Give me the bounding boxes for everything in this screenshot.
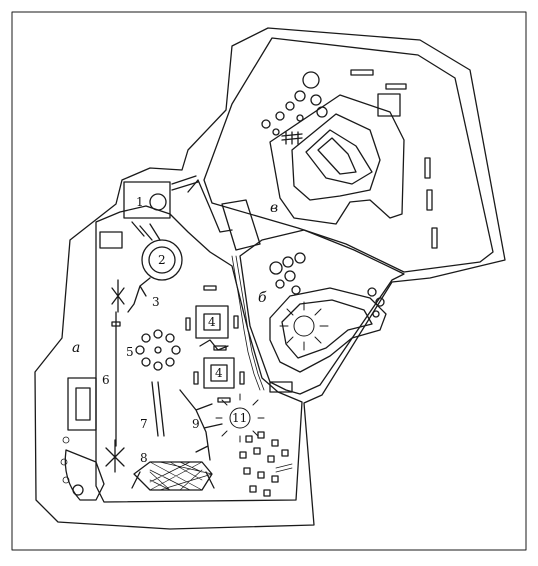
fence-marks <box>275 463 293 473</box>
element-2-path <box>131 221 161 241</box>
windmill-bottom <box>105 439 125 473</box>
sandbox-inner <box>75 387 91 421</box>
zone-label-a: а <box>72 340 80 356</box>
sandbox-outer <box>67 377 97 431</box>
bench <box>350 69 374 76</box>
sandbox-curve <box>64 449 105 501</box>
label-11: 11 <box>232 411 247 425</box>
bench <box>424 157 431 179</box>
label-6: 6 <box>102 373 110 387</box>
label-3: 3 <box>152 295 160 309</box>
pond-outer <box>269 94 405 225</box>
zone-label-b: б <box>258 290 267 306</box>
bench <box>431 227 438 249</box>
connecting-path <box>187 179 261 251</box>
building-1 <box>123 181 171 219</box>
stones-b <box>269 252 385 318</box>
windmill-top <box>111 279 125 313</box>
site-boundary <box>34 27 506 530</box>
pond-b <box>269 287 387 373</box>
label-9: 9 <box>192 417 200 431</box>
sandbox-circle <box>72 484 84 496</box>
zigzag-path <box>199 339 229 351</box>
element-2-inner <box>148 246 176 274</box>
label-1: 1 <box>136 195 144 209</box>
label-7: 7 <box>140 417 148 431</box>
element-6-mark <box>111 321 121 327</box>
element-8-stakes <box>131 471 215 489</box>
label-4b: 4 <box>215 366 223 380</box>
element-4b-inner <box>210 364 228 382</box>
element-4a-outer <box>195 305 229 339</box>
pond-inner <box>291 113 381 201</box>
shelter <box>99 231 123 249</box>
element-4b-outer <box>203 357 235 389</box>
bench <box>385 83 407 90</box>
fountain-b <box>279 301 329 351</box>
label-4a: 4 <box>208 315 216 329</box>
left-edge-stones <box>60 436 70 484</box>
footbridge <box>281 131 303 145</box>
bench <box>426 189 433 211</box>
element-3-tree <box>127 277 151 313</box>
pond-island <box>305 129 373 185</box>
connector-lines <box>171 175 199 191</box>
benches-4 <box>185 285 245 403</box>
zone-label-v: в <box>270 200 278 216</box>
building-1-feature <box>149 193 167 211</box>
element-5-circles <box>135 329 181 371</box>
pond-b-inner <box>281 299 373 359</box>
gate <box>269 381 293 393</box>
page-border <box>11 11 527 551</box>
pavilion <box>377 93 401 117</box>
label-5: 5 <box>126 345 134 359</box>
element-11-sunburst <box>215 393 265 443</box>
bushes-v <box>261 71 328 136</box>
element-8-grid <box>149 461 213 491</box>
element-4a-inner <box>203 313 221 331</box>
blocks-grid <box>239 431 289 497</box>
zone-v-border <box>203 37 494 273</box>
label-8: 8 <box>140 451 148 465</box>
element-7-beam <box>151 381 165 437</box>
zone-b-border <box>239 229 405 395</box>
element-9-tree <box>179 389 223 461</box>
label-2: 2 <box>158 253 166 267</box>
element-2-outer <box>141 239 183 281</box>
pond-island-core <box>317 137 357 175</box>
